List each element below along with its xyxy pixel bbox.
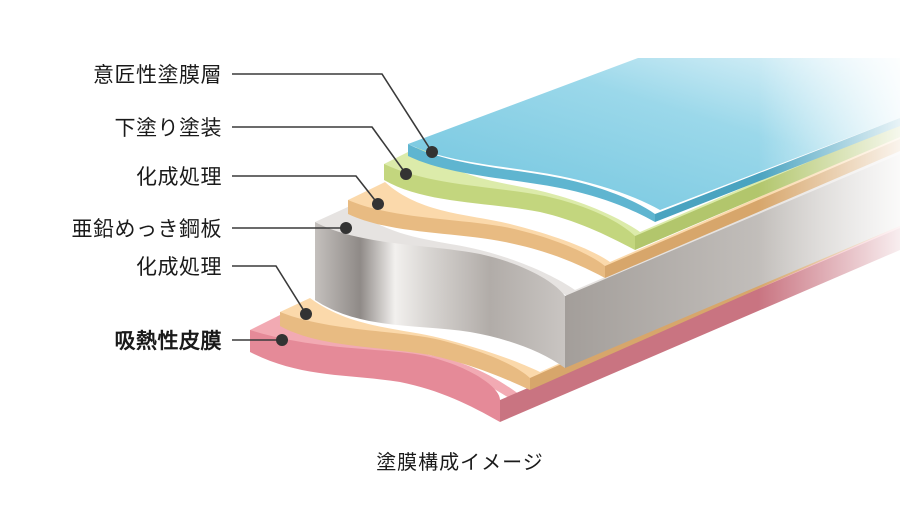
- leader-line-undercoat: [232, 126, 407, 175]
- leader-line-chemical-lower: [232, 265, 307, 315]
- marker-dots: [276, 146, 438, 346]
- label-design-coat-layer: 意匠性塗膜層: [93, 63, 222, 87]
- marker-dot-design-coat: [426, 146, 438, 158]
- label-undercoat: 下塗り塗装: [114, 116, 222, 140]
- undercoat-top: [384, 120, 900, 242]
- diagram-caption: 塗膜構成イメージ: [376, 450, 544, 474]
- leader-line-chemical-upper: [232, 175, 379, 205]
- design-coat-front: [408, 144, 655, 222]
- label-heat-absorbing-film: 吸熱性皮膜: [114, 329, 222, 353]
- marker-dot-steel: [340, 222, 352, 234]
- marker-dot-chemical-lower: [300, 308, 312, 320]
- lower-chemical-treatment-front: [280, 312, 530, 390]
- label-galvanized-steel: 亜鉛めっき鋼板: [71, 217, 222, 241]
- label-chemical-treatment-upper: 化成処理: [136, 165, 222, 189]
- undercoat-front: [384, 164, 635, 250]
- heat-absorbing-film-front: [250, 330, 500, 422]
- leader-line-design-coat: [232, 73, 433, 153]
- fade-overlay: [560, 40, 920, 460]
- marker-dot-heat-film: [276, 334, 288, 346]
- marker-dot-undercoat: [400, 168, 412, 180]
- label-chemical-treatment-lower: 化成処理: [136, 255, 222, 279]
- galvanized-steel-front: [315, 222, 565, 368]
- upper-chemical-treatment-front: [348, 200, 605, 278]
- marker-dot-chemical-upper: [372, 198, 384, 210]
- leader-lines: [232, 73, 433, 341]
